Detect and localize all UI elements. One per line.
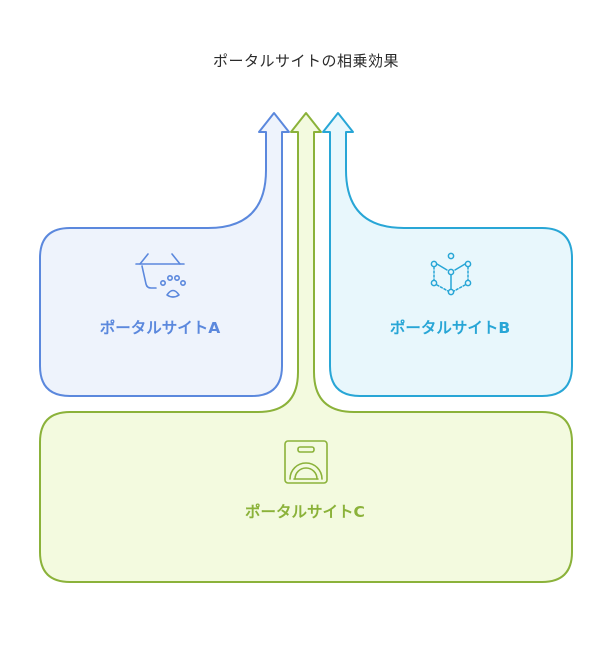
shopping-basket-icon xyxy=(135,253,187,298)
portal-c-label: ポータルサイトC xyxy=(245,503,365,521)
portal-a-shape xyxy=(39,112,290,397)
portal-a-label: ポータルサイトA xyxy=(99,319,221,337)
portal-b-shape xyxy=(322,112,573,397)
portal-b-label: ポータルサイトB xyxy=(389,319,511,337)
diagram-title: ポータルサイトの相乗効果 xyxy=(212,52,399,70)
portal-c-shape xyxy=(39,112,573,583)
dashboard-gauge-icon xyxy=(284,440,328,484)
network-nodes-icon xyxy=(430,252,472,296)
